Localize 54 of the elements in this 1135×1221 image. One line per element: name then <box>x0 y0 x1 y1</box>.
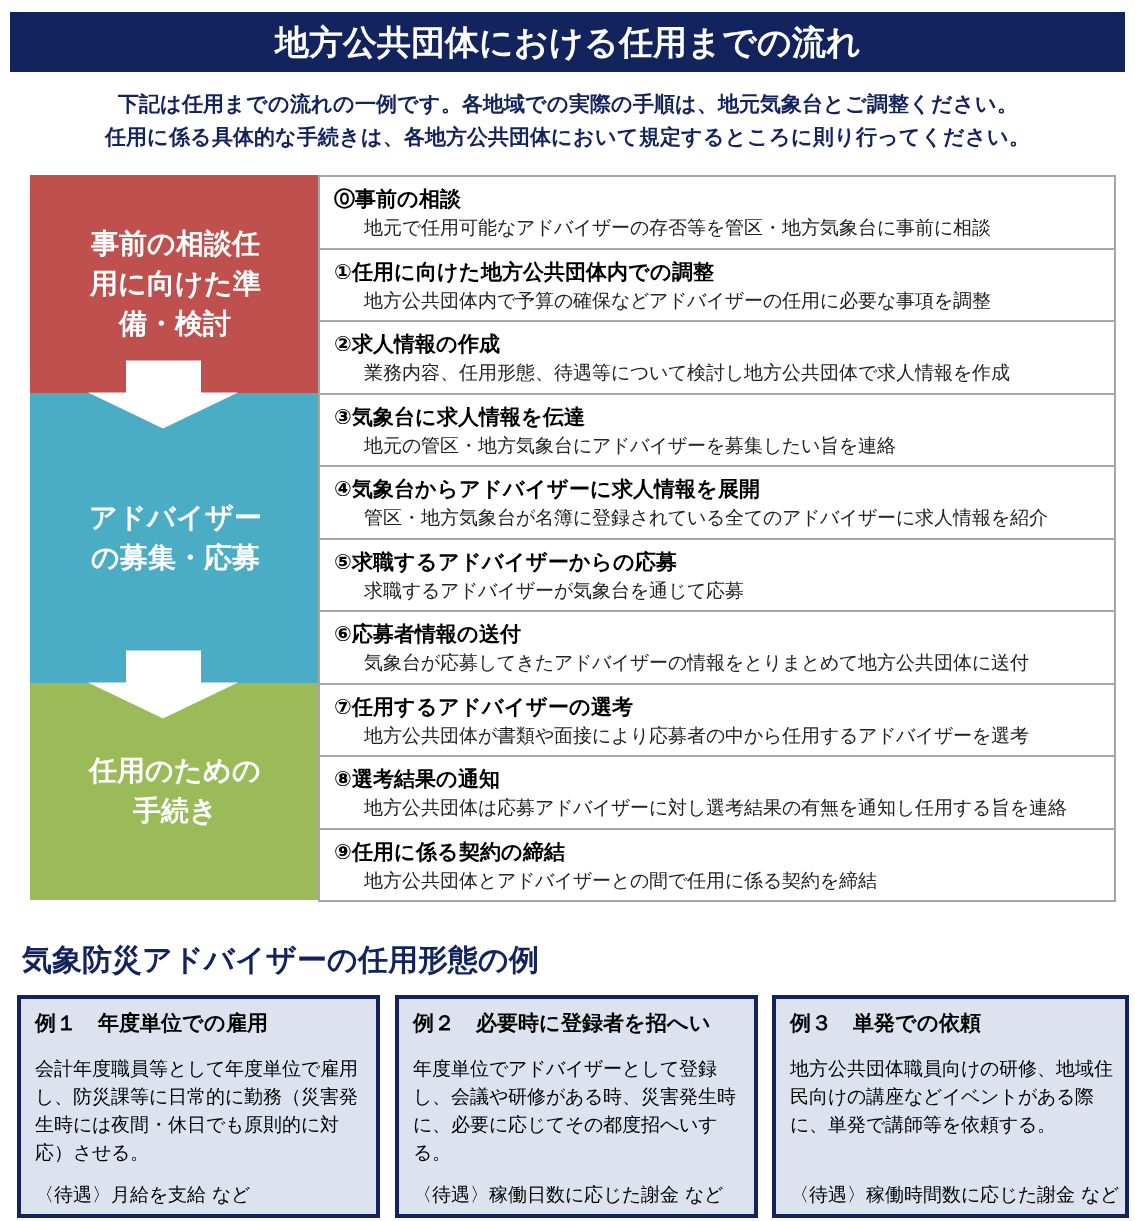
phase-label: 任用のための手続き <box>87 753 262 830</box>
step-description: 地方公共団体が書類や面接により応募者の中から任用するアドバイザーを選考 <box>364 722 1029 748</box>
step-box <box>318 320 1116 395</box>
note-text: 任用に係る具体的な手続きは、各地方公共団体において規定するところに則り行ってください。 <box>103 124 1031 151</box>
block-arrow <box>88 360 238 429</box>
step-description: 求職するアドバイザーが気象台を通じて応募 <box>364 577 744 603</box>
step-box <box>318 610 1116 685</box>
step-title: ①任用に向けた地方公共団体内での調整 <box>334 258 714 286</box>
step-title: ⑤求職するアドバイザーからの応募 <box>334 548 677 576</box>
step-title: ⑨任用に係る契約の締結 <box>334 838 565 866</box>
example-card <box>17 995 380 1218</box>
card-body: 会計年度職員等として年度単位で雇用し、防災課等に日常的に勤務（災害発生時には夜間・休日でも原則的に対応）させる。 <box>35 1056 359 1165</box>
step-title: ⓪事前の相談 <box>334 186 461 213</box>
step-description: 業務内容、任用形態、待遇等について検討し地方公共団体で求人情報を作成 <box>364 360 1010 385</box>
card-heading: 例３ 単発での依頼 <box>790 1010 981 1037</box>
card-body: 地方公共団体職員向けの研修、地域住民向けの講座などイベントがある際に、単発で講師等を依頼する。 <box>790 1056 1114 1137</box>
section-heading: 気象防災アドバイザーの任用形態の例 <box>22 941 540 979</box>
step-title: ③気象台に求人情報を伝達 <box>334 403 585 431</box>
card-heading: 例１ 年度単位での雇用 <box>35 1010 268 1037</box>
phase-label: 事前の相談任用に向けた準備・検討 <box>88 225 262 342</box>
example-card <box>395 995 758 1218</box>
step-title: ⑥応募者情報の送付 <box>334 621 521 648</box>
step-title: ⑧選考結果の通知 <box>334 766 500 793</box>
step-box <box>318 827 1116 902</box>
step-title: ②求人情報の作成 <box>334 331 500 358</box>
phase-label: アドバイザーの募集・応募 <box>87 499 263 576</box>
phase-box <box>30 392 320 683</box>
phase-box <box>30 682 320 900</box>
step-box <box>318 392 1116 467</box>
card-note: 〈待遇〉稼働時間数に応じた謝金 など <box>790 1182 1120 1207</box>
step-description: 地元で任用可能なアドバイザーの存否等を管区・地方気象台に事前に相談 <box>364 215 991 240</box>
step-description: 地方公共団体とアドバイザーとの間で任用に係る契約を締結 <box>364 867 877 893</box>
card-note: 〈待遇〉稼働日数に応じた謝金 など <box>413 1182 724 1207</box>
step-box <box>318 465 1116 540</box>
example-card <box>772 995 1129 1218</box>
phase-box <box>30 175 320 393</box>
step-description: 地元の管区・地方気象台にアドバイザーを募集したい旨を連絡 <box>364 432 896 458</box>
card-note: 〈待遇〉月給を支給 など <box>35 1182 251 1207</box>
step-description: 地方公共団体内で予算の確保などアドバイザーの任用に必要な事項を調整 <box>364 287 991 313</box>
step-title: ⑦任用するアドバイザーの選考 <box>334 693 633 721</box>
card-heading: 例２ 必要時に登録者を招へい <box>413 1010 711 1037</box>
step-description: 気象台が応募してきたアドバイザーの情報をとりまとめて地方公共団体に送付 <box>364 650 1029 675</box>
step-box <box>318 175 1116 250</box>
title-bar: 地方公共団体における任用までの流れ <box>10 12 1125 72</box>
card-body: 年度単位でアドバイザーとして登録し、会議や研修がある時、災害発生時に、必要に応じてその都度招へいする。 <box>413 1056 737 1165</box>
step-box <box>318 682 1116 757</box>
step-description: 管区・地方気象台が名簿に登録されている全てのアドバイザーに求人情報を紹介 <box>364 505 1048 530</box>
note-text: 下記は任用までの流れの一例です。各地域での実際の手順は、地元気象台とご調整ください。 <box>116 91 1019 118</box>
step-title: ④気象台からアドバイザーに求人情報を展開 <box>334 476 760 503</box>
step-box <box>318 247 1116 322</box>
step-box <box>318 755 1116 830</box>
step-box <box>318 537 1116 612</box>
block-arrow <box>88 650 238 719</box>
step-description: 地方公共団体は応募アドバイザーに対し選考結果の有無を通知し任用する旨を連絡 <box>364 795 1067 820</box>
